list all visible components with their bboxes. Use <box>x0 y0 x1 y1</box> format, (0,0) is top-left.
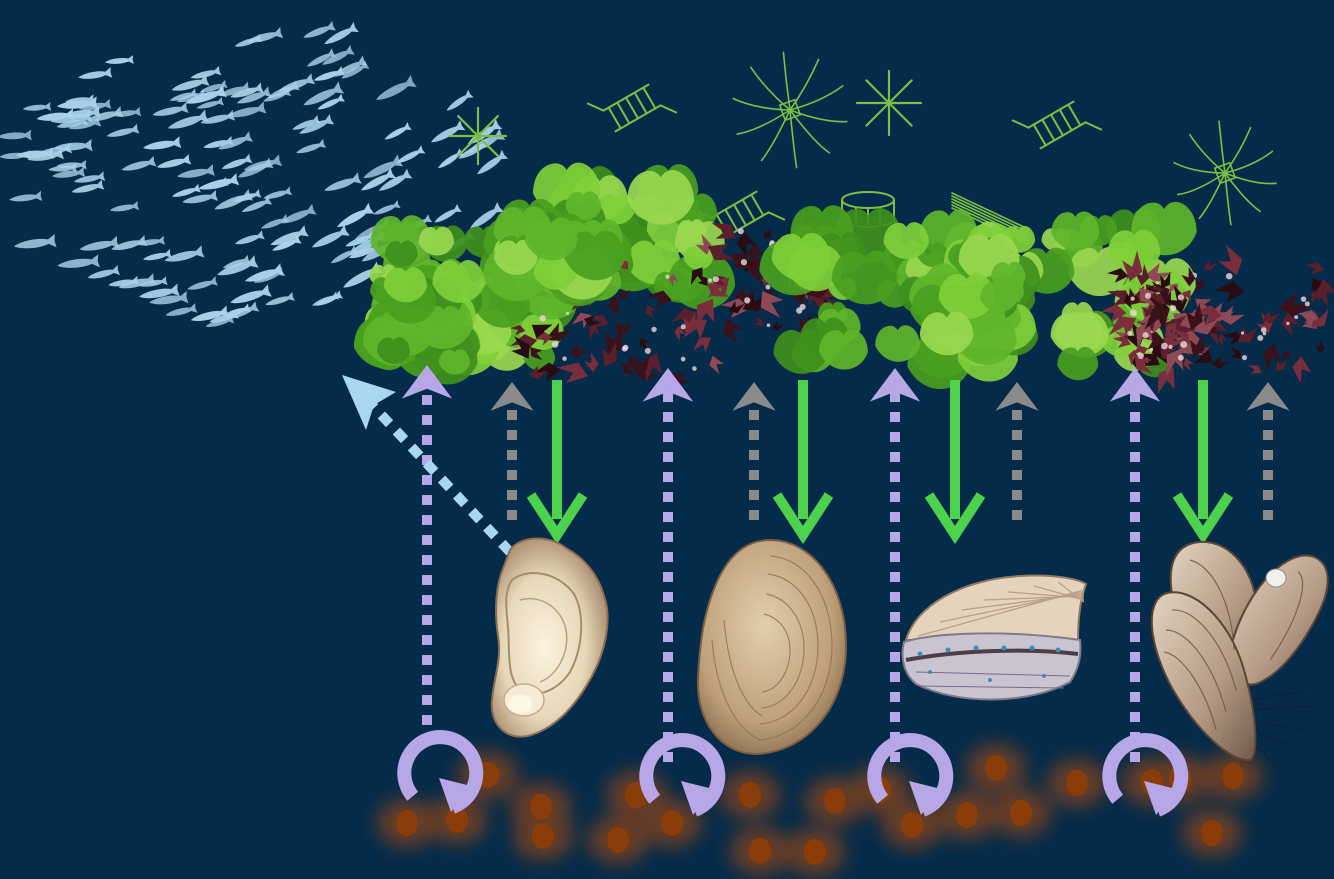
fish-icon <box>86 265 120 283</box>
fish-icon <box>228 284 272 309</box>
organic-particle-icon <box>804 839 826 865</box>
fish-icon <box>77 67 112 83</box>
fish-icon <box>57 254 100 272</box>
clam-icon <box>698 540 846 754</box>
scallop-icon <box>903 575 1087 699</box>
fish-icon <box>322 22 359 49</box>
seaweed-icon <box>354 259 485 385</box>
fish-icon <box>372 200 401 218</box>
fish-icon <box>309 225 350 253</box>
fish-icon <box>373 75 417 106</box>
fish-icon <box>474 150 508 179</box>
fish-icon <box>120 156 156 175</box>
fish-icon <box>233 230 264 248</box>
fish-icon <box>428 120 465 147</box>
fish-icon <box>78 236 119 256</box>
oyster-icon <box>492 538 608 736</box>
fish-icon <box>105 55 134 67</box>
co2-arrow <box>490 382 533 520</box>
uptake-arrow <box>777 380 829 535</box>
fish-icon <box>295 139 326 157</box>
diatom-icon <box>450 108 506 164</box>
fish-icon <box>176 164 215 182</box>
diatom-icon <box>588 67 676 148</box>
fish-icon <box>444 90 474 115</box>
co2-arrow <box>995 382 1038 520</box>
mussel-icon <box>1152 542 1328 770</box>
nutrient-arrow <box>643 368 693 762</box>
fish-icon <box>106 124 140 141</box>
co2-arrow <box>1246 382 1289 520</box>
nutrient-arrow <box>402 365 452 745</box>
organic-particle-icon <box>1201 820 1223 846</box>
fish-icon <box>0 130 32 143</box>
organic-particle-icon <box>749 838 771 864</box>
uptake-arrow <box>531 380 583 535</box>
fish-icon <box>334 203 374 233</box>
fish-icon <box>259 214 289 233</box>
fish-icon <box>186 276 218 294</box>
fish-icon <box>382 122 411 143</box>
organic-particle-icon <box>532 823 554 849</box>
fish-icon <box>22 102 51 114</box>
diatom-icon <box>1174 121 1276 224</box>
nutrient-arrow <box>1110 368 1160 762</box>
fish-icon <box>156 154 192 172</box>
fish-icon <box>136 236 166 249</box>
fish-icon <box>13 234 57 253</box>
diatom-icon <box>733 52 847 167</box>
fish-icon <box>322 172 362 196</box>
fish-icon <box>164 303 197 320</box>
diatom-icon <box>1013 84 1101 165</box>
organic-particle-icon <box>901 812 923 838</box>
fish-icon <box>311 291 340 309</box>
organic-particle-icon <box>824 788 846 814</box>
fish-icon <box>436 148 465 172</box>
fish-icon <box>142 249 172 264</box>
fish-icon <box>432 204 462 227</box>
organic-particle-icon <box>985 755 1007 781</box>
organic-particle-icon <box>607 827 629 853</box>
uptake-arrow <box>1177 380 1229 535</box>
fish-icon <box>151 102 188 120</box>
fish-icon <box>109 201 139 215</box>
uptake-arrow <box>929 380 981 535</box>
organic-particle-icon <box>396 810 418 836</box>
fish-icon <box>9 191 43 205</box>
organic-particle-icon <box>1010 800 1032 826</box>
diatom-icon <box>857 71 921 135</box>
fish-icon <box>245 27 283 48</box>
nutrient-arrow <box>870 368 920 762</box>
co2-arrow <box>732 382 775 520</box>
organic-particle-icon <box>739 782 761 808</box>
organic-particle-icon <box>956 802 978 828</box>
fish-icon <box>278 204 316 229</box>
fish-icon <box>142 136 181 154</box>
organic-particle-icon <box>1222 763 1244 789</box>
organic-particle-icon <box>661 810 683 836</box>
organic-particle-icon <box>1066 770 1088 796</box>
organic-particle-icon <box>530 794 552 820</box>
